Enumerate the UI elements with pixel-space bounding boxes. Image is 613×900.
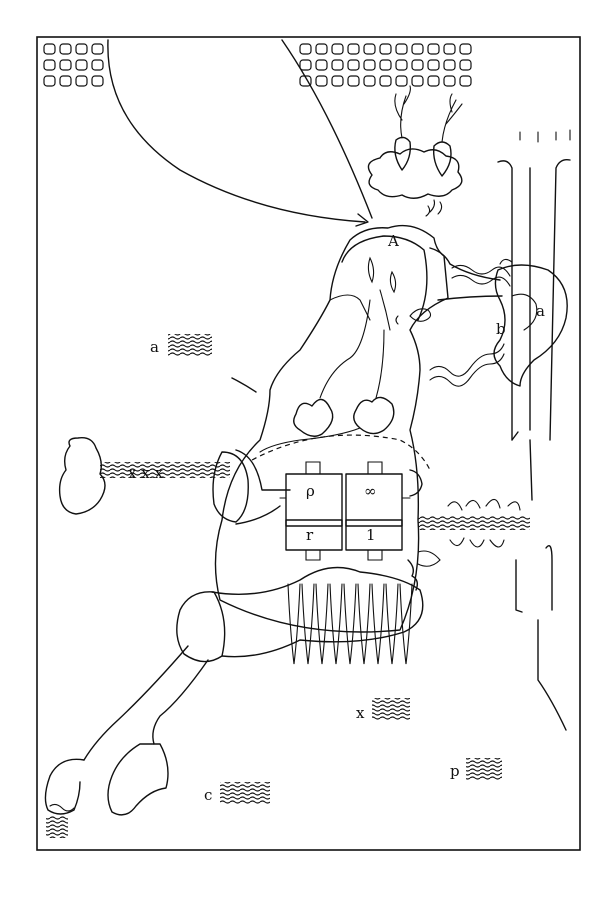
square-pattern-top-left <box>43 43 104 87</box>
bottom-note-label: c <box>204 786 212 804</box>
pattern-square <box>75 59 88 71</box>
incoming-arrow <box>107 39 373 227</box>
pattern-square <box>427 43 440 55</box>
chamber-label-top-left: ρ <box>306 482 315 500</box>
pattern-square <box>347 59 360 71</box>
bone-shape <box>58 437 230 515</box>
pattern-square <box>91 75 104 87</box>
pattern-square <box>459 59 472 71</box>
pattern-square <box>91 59 104 71</box>
fringe-tooth <box>287 583 301 665</box>
pattern-square <box>427 75 440 87</box>
center-note-label: x <box>356 704 365 722</box>
pattern-square <box>331 75 344 87</box>
foot-scribble-block <box>46 816 68 838</box>
chamber-label-bottom-left: r <box>306 526 314 544</box>
fringe-tooth <box>371 583 385 665</box>
pattern-square <box>427 59 440 71</box>
pattern-square <box>363 43 376 55</box>
pattern-square <box>411 43 424 55</box>
fringe-tooth <box>385 583 399 665</box>
square-pattern-top-right <box>299 43 472 87</box>
right-tube-leaves <box>409 469 530 567</box>
pattern-square <box>299 43 312 55</box>
bone-marks: x x x <box>128 464 163 482</box>
fringe-tooth <box>315 583 329 665</box>
ear-shape <box>493 258 568 387</box>
ear-label-b: b <box>496 320 506 338</box>
pattern-square <box>443 43 456 55</box>
pattern-square <box>395 59 408 71</box>
pattern-square <box>331 43 344 55</box>
right-note-label: p <box>450 762 460 780</box>
fringe-tooth <box>301 583 315 665</box>
pattern-square <box>75 75 88 87</box>
pattern-square <box>443 75 456 87</box>
pattern-square <box>379 75 392 87</box>
pattern-square <box>315 75 328 87</box>
pattern-square <box>411 75 424 87</box>
pattern-square <box>363 75 376 87</box>
pattern-square <box>395 43 408 55</box>
ear-label-a: a <box>536 302 545 320</box>
flame-hearts <box>259 299 395 453</box>
pattern-square <box>43 43 56 55</box>
bottom-scribble-block <box>220 782 270 804</box>
fringe-tooth <box>329 583 343 665</box>
pattern-square <box>91 43 104 55</box>
legs-and-feet <box>44 645 209 816</box>
pattern-square <box>59 59 72 71</box>
pattern-square <box>347 75 360 87</box>
chambers <box>279 461 411 561</box>
main-vessel <box>214 224 503 633</box>
fringe-tooth <box>357 583 371 665</box>
pattern-square <box>379 43 392 55</box>
pattern-square <box>347 43 360 55</box>
pattern-square <box>459 75 472 87</box>
pattern-square <box>395 75 408 87</box>
pattern-square <box>75 43 88 55</box>
wavy-band <box>429 264 511 387</box>
right-scribble-block <box>466 758 502 780</box>
center-scribble-block <box>372 698 410 720</box>
chamber-label-top-right: ∞ <box>364 482 377 500</box>
pattern-square <box>59 75 72 87</box>
pattern-square <box>315 59 328 71</box>
small-hand <box>409 308 432 322</box>
pattern-square <box>43 59 56 71</box>
right-margin-lines <box>497 129 571 731</box>
left-tube <box>212 449 291 525</box>
left-scribble-block <box>168 334 212 356</box>
pattern-square <box>315 43 328 55</box>
head-label-a-upper: A <box>387 232 399 250</box>
lower-cylinder <box>176 559 424 663</box>
pattern-square <box>379 59 392 71</box>
fringe-tooth <box>399 583 413 665</box>
fringe-teeth <box>287 583 413 665</box>
pattern-square <box>411 59 424 71</box>
chamber-label-bottom-right: 1 <box>366 526 376 544</box>
dashed-line <box>251 434 431 471</box>
pattern-square <box>459 43 472 55</box>
pattern-square <box>331 59 344 71</box>
left-note-label: a <box>150 338 159 356</box>
pattern-square <box>363 59 376 71</box>
picture-frame <box>36 36 581 851</box>
pattern-square <box>59 43 72 55</box>
cloud-with-carrots <box>367 85 463 217</box>
pattern-square <box>443 59 456 71</box>
pattern-square <box>299 59 312 71</box>
fringe-tooth <box>343 583 357 665</box>
pattern-square <box>43 75 56 87</box>
